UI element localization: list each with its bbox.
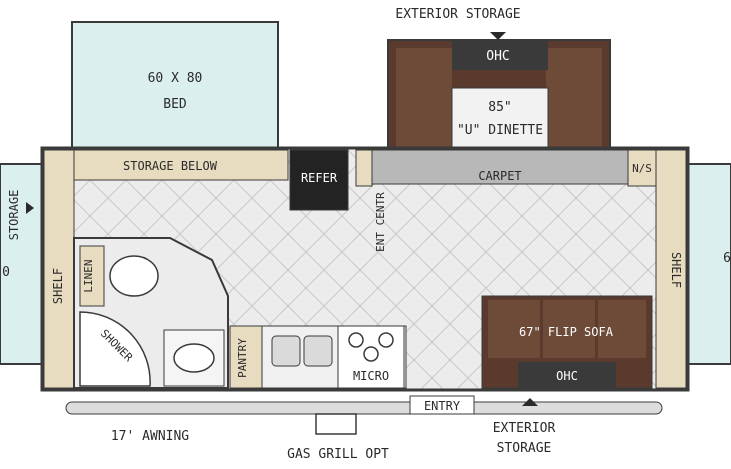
left-shelf-label: SHELF — [51, 268, 65, 304]
exterior-storage-bottom-arrow — [522, 398, 538, 406]
linen-label: LINEN — [82, 259, 95, 292]
refer-label: REFER — [301, 171, 338, 185]
sofa-cushion-1 — [488, 300, 540, 358]
ohc-top — [452, 40, 548, 70]
burner-3 — [363, 346, 379, 362]
carpet-strip — [371, 149, 629, 185]
ohc-top-label: OHC — [486, 49, 509, 64]
bed-size-label: 60 X 80 — [148, 71, 203, 86]
awning-label: 17' AWNING — [111, 429, 189, 444]
dinette-table — [451, 87, 549, 149]
pantry-label: PANTRY — [236, 338, 249, 378]
burner-1 — [348, 332, 364, 348]
carpet-label: CARPET — [478, 169, 521, 183]
burner-2 — [378, 332, 394, 348]
right-shelf — [655, 149, 687, 389]
shower — [79, 311, 151, 387]
ns-cabinet — [627, 149, 657, 187]
refrigerator — [289, 149, 349, 211]
micro-label: MICRO — [353, 369, 389, 383]
sink-left — [271, 335, 301, 367]
exterior-storage-bottom-label-1: EXTERIOR — [493, 421, 556, 436]
dinette-name-label: "U" DINETTE — [457, 123, 543, 138]
gas-grill-label: GAS GRILL OPT — [287, 447, 389, 462]
gas-grill — [315, 413, 357, 435]
bath-sink — [173, 343, 215, 373]
exterior-storage-top-label: EXTERIOR STORAGE — [395, 7, 520, 22]
ns-label: N/S — [632, 162, 652, 175]
range — [337, 325, 405, 389]
entry-label: ENTRY — [424, 399, 461, 413]
dinette-size-label: 85" — [488, 100, 511, 115]
flip-sofa-label: 67" FLIP SOFA — [519, 325, 614, 339]
entry-step — [409, 395, 475, 415]
dinette-bench-right — [546, 48, 602, 148]
right-tent — [685, 163, 731, 365]
toilet — [109, 255, 159, 297]
storage-below — [73, 149, 289, 181]
left-shelf — [43, 149, 75, 389]
bed-tent — [71, 21, 279, 153]
right-edge-char: 6 — [723, 251, 731, 266]
left-storage-label: STORAGE — [7, 190, 21, 241]
ent-centre — [355, 149, 373, 187]
awning-rail — [65, 401, 663, 415]
pantry — [229, 325, 263, 389]
ohc-bottom-label: OHC — [556, 369, 578, 383]
sink-right — [303, 335, 333, 367]
exterior-storage-top-arrow — [490, 32, 506, 40]
sofa-cushion-2 — [543, 300, 595, 358]
left-edge-char: 0 — [2, 265, 10, 280]
sofa-cushion-3 — [598, 300, 646, 358]
bed-name-label: BED — [163, 97, 187, 112]
ohc-bottom — [518, 362, 616, 388]
dinette-bench-left — [396, 48, 452, 148]
ent-centr-label: ENT CENTR — [374, 192, 387, 252]
right-shelf-label: SHELF — [669, 252, 683, 288]
left-storage-arrow — [26, 202, 34, 214]
linen-cabinet — [79, 245, 105, 307]
exterior-storage-bottom-label-2: STORAGE — [497, 441, 552, 456]
storage-below-label: STORAGE BELOW — [123, 159, 218, 173]
